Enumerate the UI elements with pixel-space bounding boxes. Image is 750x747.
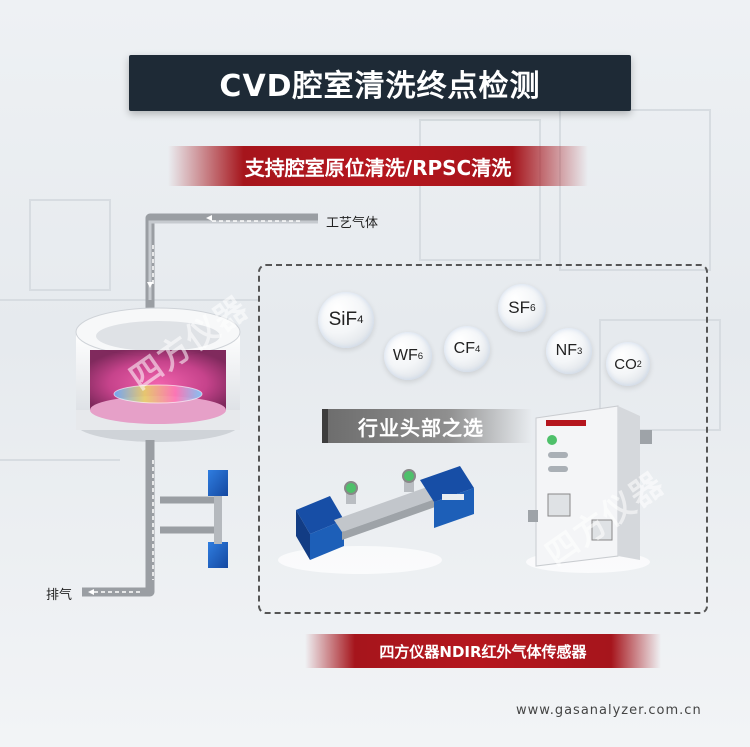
- inline-sensor-top: [208, 470, 228, 530]
- inline-sensor-bottom: [208, 530, 228, 568]
- selection-banner: 行业头部之选: [322, 409, 532, 443]
- sensor-area-frame: [258, 264, 708, 614]
- product-banner: 四方仪器NDIR红外气体传感器: [305, 634, 661, 668]
- subtitle-banner: 支持腔室原位清洗/RPSC清洗: [168, 146, 588, 186]
- exhaust-label: 排气: [46, 588, 73, 603]
- product-sensor-pipe: [296, 466, 474, 560]
- product-analyzer-unit: [528, 405, 652, 567]
- website-url: www.gasanalyzer.com.cn: [516, 703, 702, 718]
- page-title: CVD腔室清洗终点检测: [129, 55, 631, 111]
- process-gas-label: 工艺气体: [326, 216, 379, 231]
